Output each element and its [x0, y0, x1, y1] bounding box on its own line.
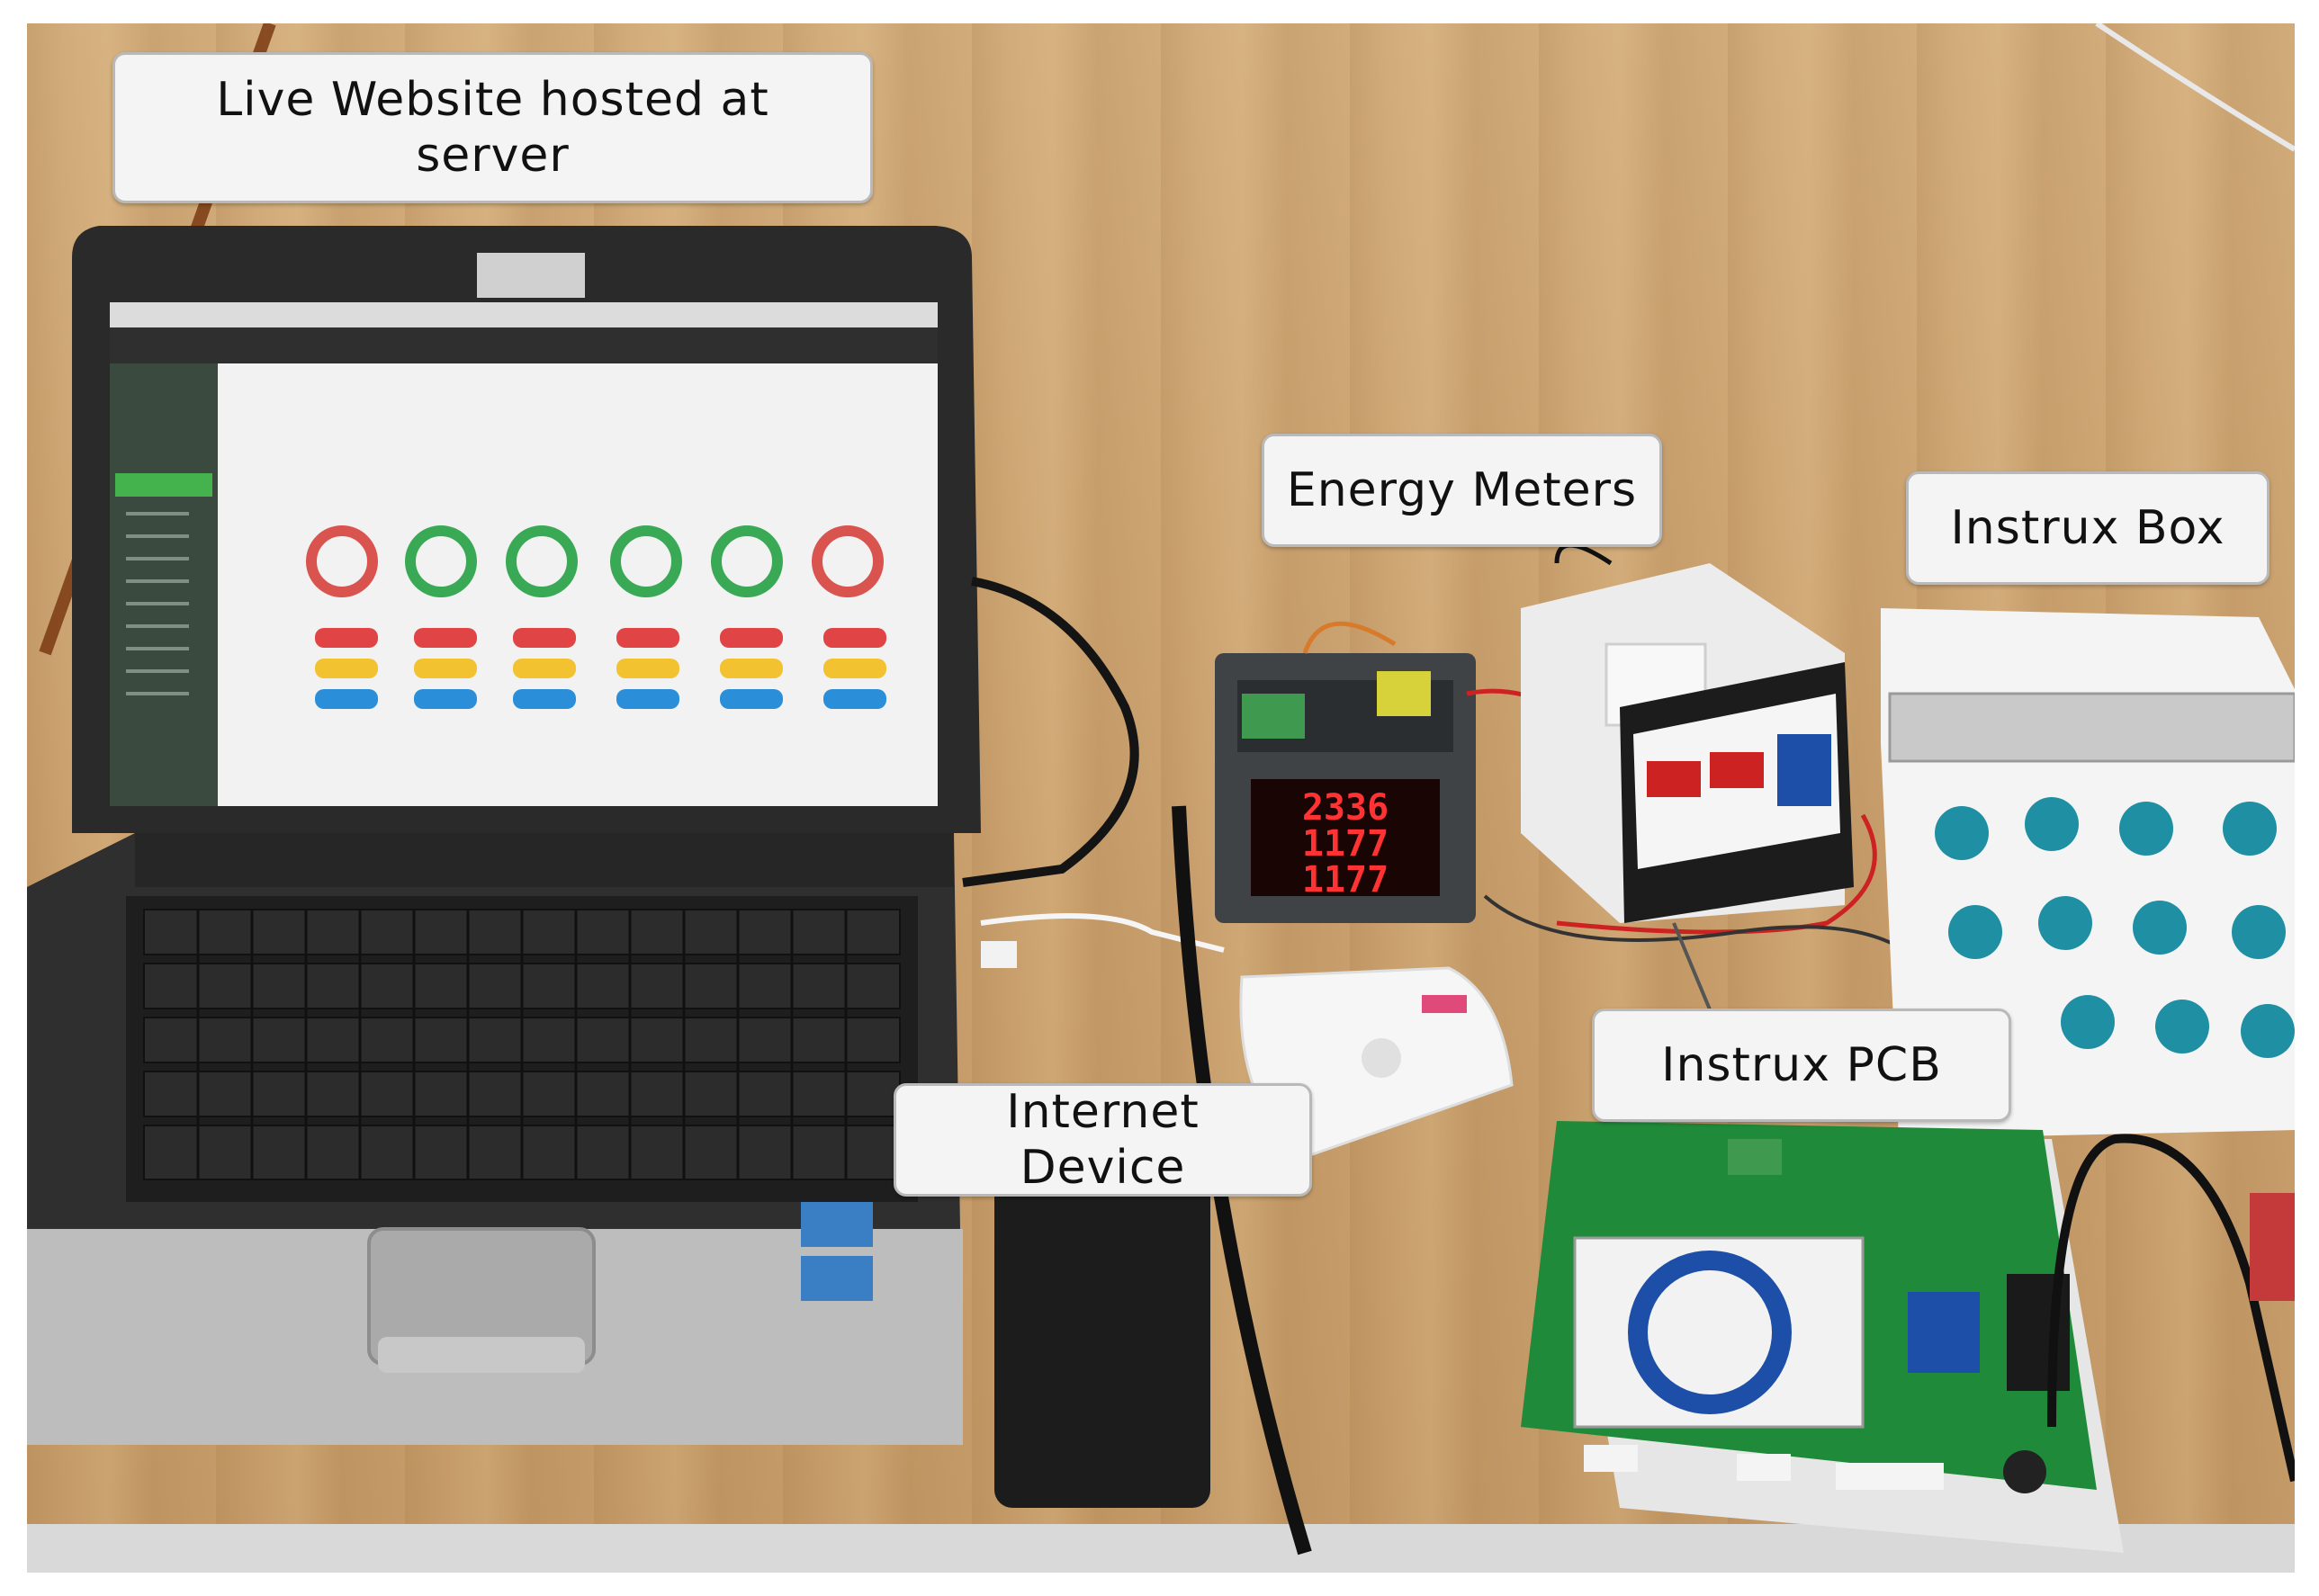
sidebar-active-item — [115, 473, 212, 497]
label-instrux-pcb: Instrux PCB — [1592, 1009, 2011, 1122]
pcb-connectors — [1584, 1445, 1944, 1490]
screwdriver — [2250, 1193, 2295, 1301]
cable — [962, 577, 1139, 887]
laptop-screen — [110, 302, 938, 806]
label-internet-device: Internet Device — [894, 1083, 1312, 1197]
instrux-box — [1881, 608, 2295, 1139]
label-instrux-pcb-text: Instrux PCB — [1661, 1038, 1942, 1092]
label-live-website-text: Live Website hosted at server — [216, 73, 769, 183]
touchpad-buttons — [378, 1337, 585, 1373]
browser-bar — [110, 302, 938, 327]
scene-illustration: 2336 1177 1177 — [27, 23, 2295, 1573]
energy-meter-2 — [1521, 563, 1854, 923]
label-instrux-box: Instrux Box — [1906, 471, 2270, 585]
dashboard-pills — [315, 628, 886, 709]
meter-display — [1251, 779, 1440, 896]
energy-meter-1: 2336 1177 1177 — [1215, 653, 1476, 923]
label-instrux-box-text: Instrux Box — [1950, 501, 2225, 555]
meter-reading-3: 1177 — [1302, 859, 1389, 901]
laptop — [27, 226, 981, 1445]
meter-reading-2: 1177 — [1302, 823, 1389, 865]
label-live-website: Live Website hosted at server — [112, 52, 873, 203]
sticker — [801, 1202, 873, 1247]
usb-cable — [980, 913, 1225, 953]
dashboard-gauges — [306, 525, 884, 597]
sidebar-menu-lines — [126, 512, 189, 695]
app-header — [110, 327, 938, 363]
pcb-radio-module — [1908, 1292, 1980, 1373]
webcam-tape — [477, 253, 585, 298]
label-energy-meters: Energy Meters — [1262, 434, 1662, 547]
photo: 2336 1177 1177 — [27, 23, 2295, 1573]
label-energy-meters-text: Energy Meters — [1286, 463, 1638, 517]
instrux-pcb — [1521, 1121, 2295, 1553]
app-sidebar — [110, 363, 218, 806]
key-separators — [196, 910, 848, 1179]
meter-reading-1: 2336 — [1302, 787, 1389, 829]
phone — [994, 1121, 1210, 1508]
box-logo-pattern — [1935, 797, 2295, 1058]
sticker — [801, 1256, 873, 1301]
label-internet-device-text: Internet Device — [1006, 1085, 1200, 1195]
